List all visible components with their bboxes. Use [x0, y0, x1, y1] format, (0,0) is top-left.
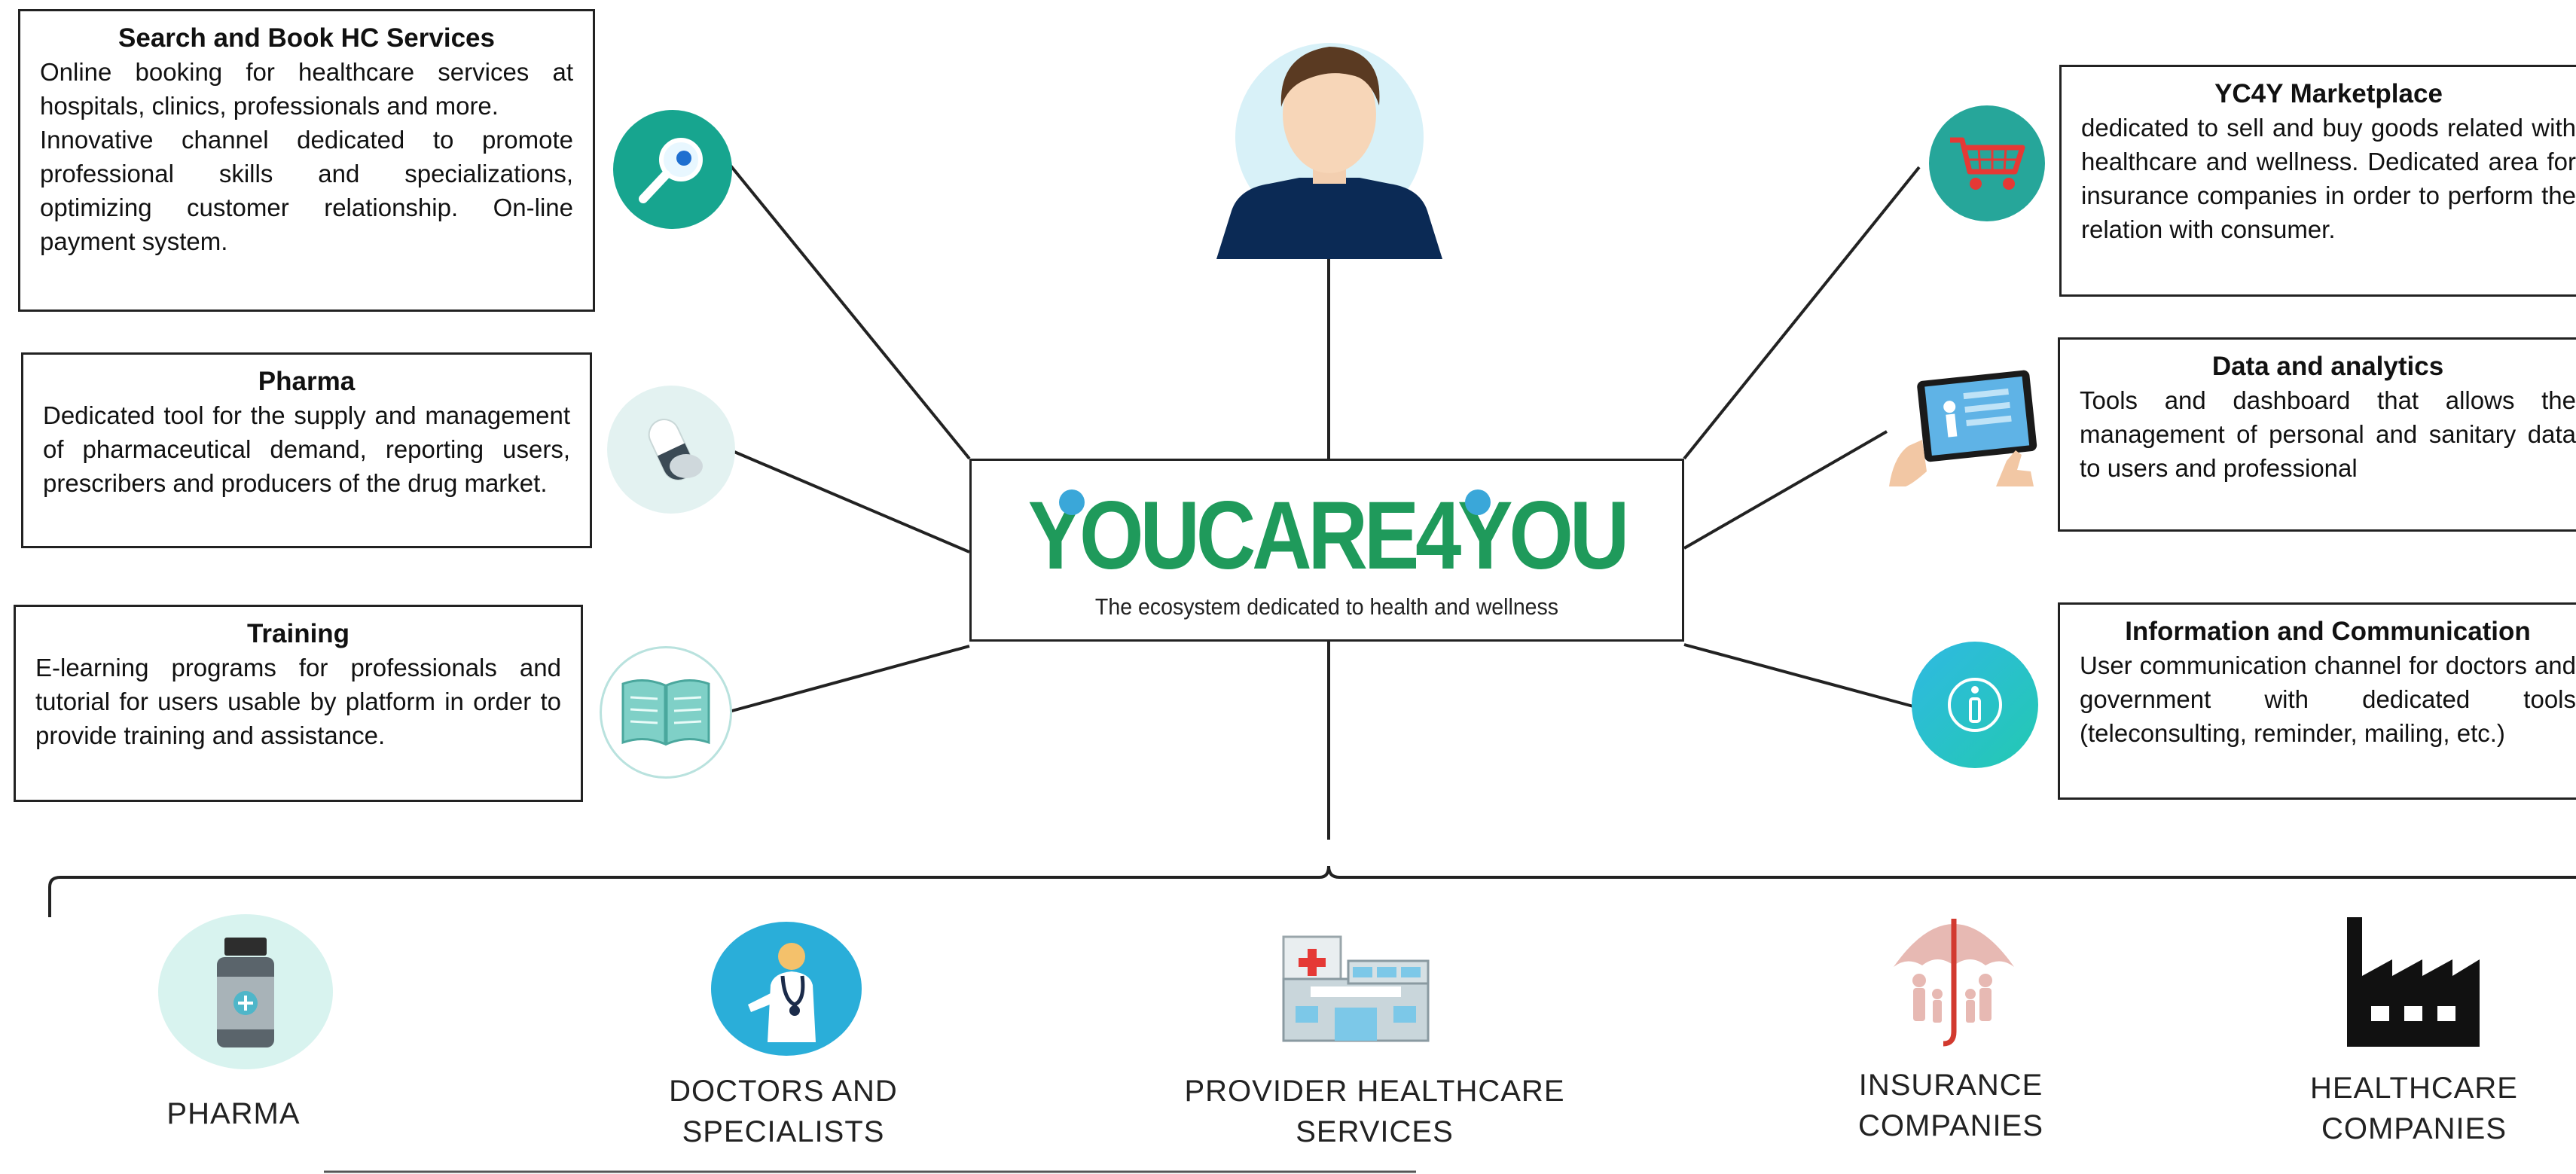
service-text: Tools and dashboard that allows the mana…	[2080, 386, 2576, 482]
stakeholder-label-insurance: INSURANCE COMPANIES	[1823, 1065, 2079, 1146]
stakeholder-label-pharma: PHARMA	[121, 1093, 346, 1134]
info-icon	[1912, 642, 2038, 768]
stakeholder-label-healthcare: HEALTHCARE COMPANIES	[2290, 1068, 2538, 1149]
service-title: Information and Communication	[2125, 617, 2531, 646]
stakeholder-line1: HEALTHCARE	[2310, 1072, 2518, 1105]
factory-icon	[2344, 917, 2483, 1047]
stakeholder-line2: COMPANIES	[2321, 1112, 2507, 1145]
umbrella-family-icon	[1889, 904, 2019, 1048]
medicine-bottle-icon	[158, 914, 333, 1069]
stakeholder-line1: PHARMA	[166, 1097, 301, 1130]
doctor-icon	[711, 922, 862, 1056]
stakeholder-line1: DOCTORS AND	[669, 1075, 898, 1108]
pill-icon	[607, 386, 735, 514]
service-text: User communication channel for doctors a…	[2080, 651, 2576, 747]
book-icon	[600, 646, 732, 779]
service-text-1: Online booking for healthcare services a…	[40, 58, 573, 120]
magnifier-icon	[613, 110, 732, 229]
stakeholder-line2: SERVICES	[1296, 1115, 1454, 1148]
service-title: YC4Y Marketplace	[2214, 79, 2443, 108]
user-avatar-icon	[1209, 17, 1450, 261]
hospital-icon	[1280, 934, 1431, 1044]
stakeholder-line1: PROVIDER HEALTHCARE	[1184, 1075, 1565, 1108]
tablet-icon	[1883, 366, 2041, 494]
stakeholder-label-provider: PROVIDER HEALTHCARE SERVICES	[1152, 1071, 1597, 1152]
logo-tagline: The ecosystem dedicated to health and we…	[1094, 593, 1559, 620]
service-text: Dedicated tool for the supply and manage…	[43, 401, 570, 497]
service-box-training: Training E-learning programs for profess…	[14, 605, 583, 802]
cart-icon	[1929, 105, 2045, 221]
service-title: Search and Book HC Services	[118, 23, 495, 53]
service-box-marketplace: YC4Y Marketplace dedicated to sell and b…	[2059, 65, 2576, 297]
stakeholder-label-doctors: DOCTORS AND SPECIALISTS	[640, 1071, 926, 1152]
service-box-information: Information and Communication User commu…	[2058, 602, 2576, 800]
stakeholder-line2: COMPANIES	[1857, 1109, 2044, 1142]
service-title: Pharma	[258, 367, 356, 396]
logo-dot-right	[1465, 489, 1491, 515]
stakeholder-line1: INSURANCE	[1858, 1069, 2043, 1102]
service-text: Online booking for healthcare services a…	[40, 55, 573, 258]
service-box-search: Search and Book HC Services Online booki…	[18, 9, 595, 312]
stakeholder-line2: SPECIALISTS	[682, 1115, 885, 1148]
service-box-pharma: Pharma Dedicated tool for the supply and…	[21, 352, 592, 548]
service-text-2: Innovative channel dedicated to promote …	[40, 126, 573, 255]
youcare4you-logo: YOUCARE4YOU The ecosystem dedicated to h…	[969, 459, 1684, 642]
service-box-analytics: Data and analytics Tools and dashboard t…	[2058, 337, 2576, 532]
logo-wordmark: YOUCARE4YOU	[1027, 482, 1630, 590]
service-text: E-learning programs for professionals an…	[35, 654, 561, 749]
service-title: Training	[246, 619, 350, 648]
logo-dot-left	[1059, 489, 1085, 515]
service-title: Data and analytics	[2211, 352, 2444, 381]
service-text: dedicated to sell and buy goods related …	[2081, 114, 2576, 243]
